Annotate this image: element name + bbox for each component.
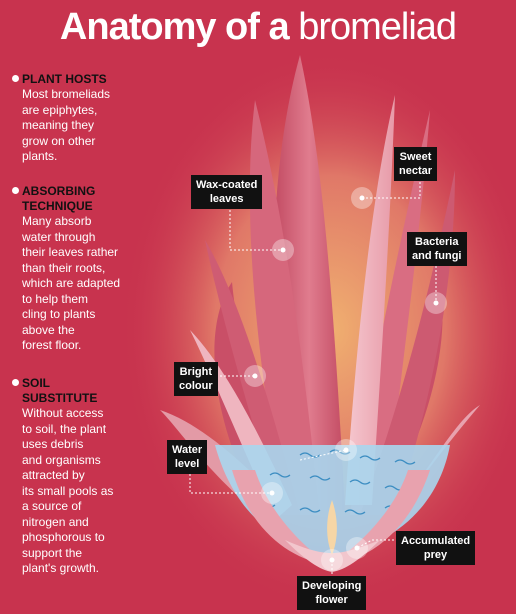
developing-flower	[327, 500, 337, 555]
leaf-front-right	[330, 470, 430, 565]
bullet-icon	[12, 187, 19, 194]
leaf-tall-left	[249, 100, 320, 515]
bullet-icon	[12, 379, 19, 386]
bullet-icon	[12, 75, 19, 82]
leader-lines	[189, 182, 437, 578]
section-heading: PLANT HOSTS	[22, 72, 107, 86]
leaf-front-left	[232, 470, 330, 565]
leaf-front-base	[285, 540, 380, 572]
page-title: Anatomy of a bromeliad	[59, 6, 457, 48]
